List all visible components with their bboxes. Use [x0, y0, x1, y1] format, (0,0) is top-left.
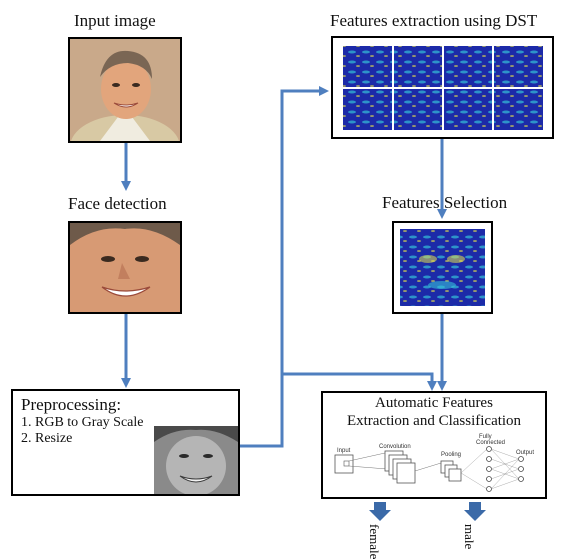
cnn-label-pooling: Pooling [441, 452, 461, 458]
detected-face-photo [70, 223, 180, 312]
cnn-label-output: Output [516, 450, 534, 456]
cnn-label-fully-connected-1: Fully [479, 434, 492, 440]
cnn-diagram: Input Convolution Pooling Fully Connecte… [334, 434, 534, 492]
title-features-extraction: Features extraction using DST [330, 11, 538, 30]
grayscale-face-photo [154, 426, 238, 494]
title-features-selection: Features Selection [382, 193, 508, 212]
female-label: female [367, 524, 382, 559]
title-input-image: Input image [74, 11, 156, 30]
cnn-label-input: Input [337, 448, 351, 454]
classification-title-line-1: Automatic Features [375, 395, 493, 411]
cnn-label-convolution: Convolution [379, 444, 411, 450]
arrow-preprocessing-to-dst [240, 86, 329, 448]
cnn-label-fully-connected-2: Connected [476, 440, 505, 446]
input-face-photo [70, 39, 180, 179]
preprocessing-step-1: 1. RGB to Gray Scale [21, 415, 144, 430]
face-detection-frame [68, 221, 182, 314]
preprocessing-step-2: 2. Resize [21, 431, 73, 446]
title-face-detection: Face detection [68, 194, 167, 213]
arrow-branch-to-classification [282, 372, 437, 391]
input-image-frame [68, 37, 182, 179]
male-output-arrow [464, 502, 486, 521]
selected-feature-map [400, 229, 485, 306]
female-output-arrow [369, 502, 391, 521]
classification-title-line-2: Extraction and Classification [346, 413, 522, 429]
male-label: male [462, 524, 477, 550]
dst-feature-maps [343, 46, 543, 130]
feature-selection-box [392, 221, 493, 314]
preprocessing-title: Preprocessing: [21, 395, 122, 414]
preprocessing-box: Preprocessing: 1. RGB to Gray Scale 2. R… [11, 389, 240, 496]
classification-box: Automatic Features Extraction and Classi… [321, 391, 547, 499]
dst-extraction-box [331, 36, 554, 139]
